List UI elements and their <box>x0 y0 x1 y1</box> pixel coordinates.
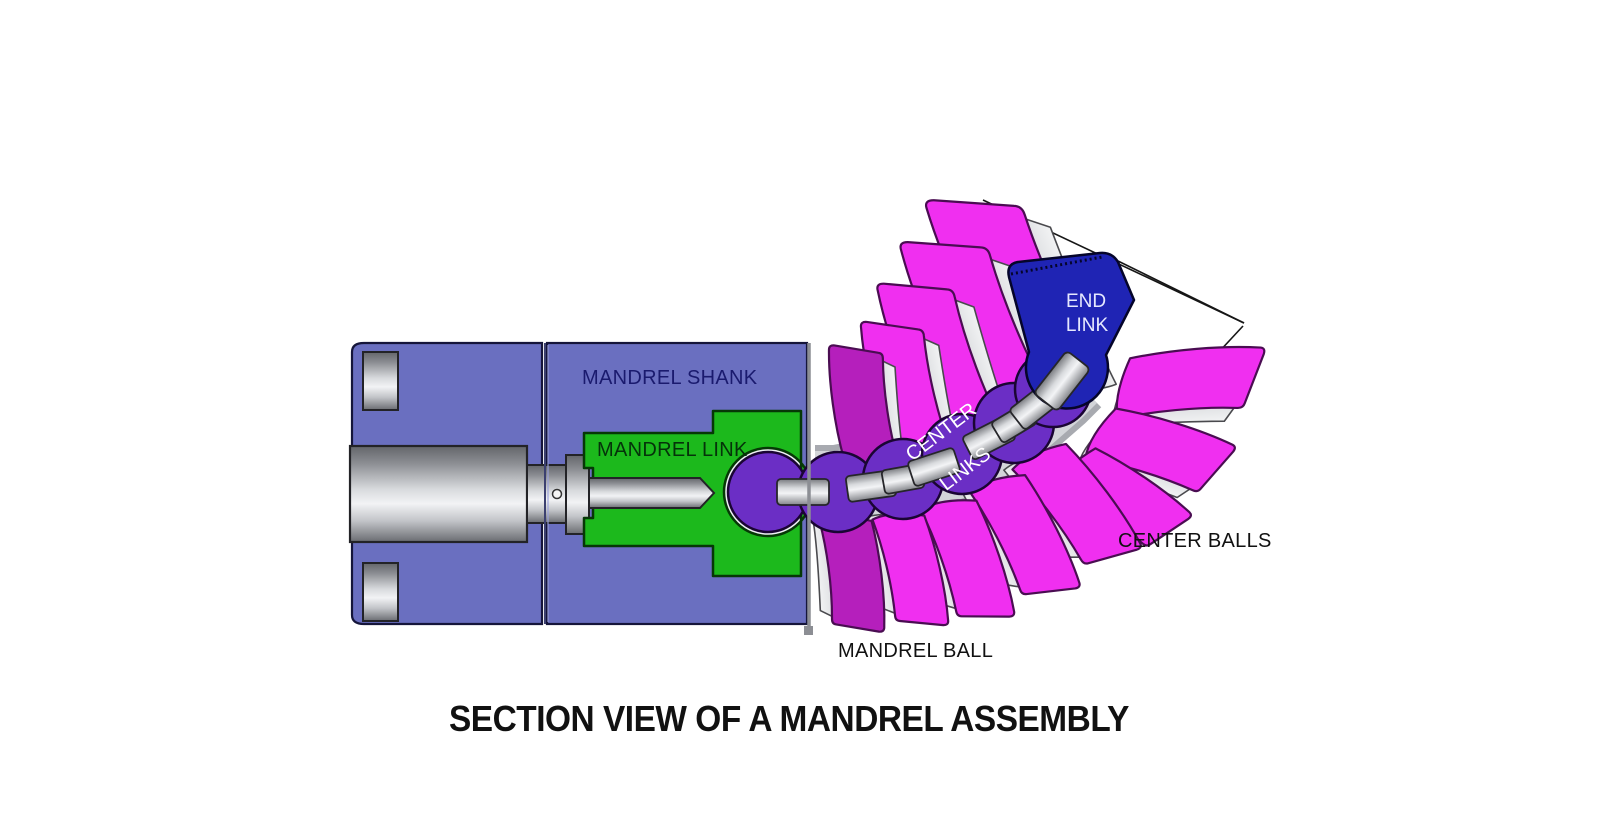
label-mandrel-link: MANDREL LINK <box>597 439 748 461</box>
shaft-pin-hole <box>551 488 563 500</box>
section-boundary <box>544 343 813 635</box>
shank-shaft-cylinder <box>348 444 529 544</box>
label-center-balls: CENTER BALLS <box>1118 530 1272 552</box>
figure-title: SECTION VIEW OF A MANDREL ASSEMBLY <box>449 698 1129 739</box>
link-pin <box>776 478 830 506</box>
link-shaft-cone <box>588 477 716 509</box>
section-plane-handle <box>804 626 813 635</box>
label-end-link-line2: LINK <box>1066 315 1109 336</box>
label-end-link-line1: END <box>1066 291 1106 312</box>
wireframe-line <box>1117 260 1245 324</box>
end-link-serration <box>1010 255 1103 276</box>
shank-slot-top <box>362 351 399 411</box>
center-links-chain <box>726 349 1093 534</box>
shank-slot-bottom <box>362 562 399 622</box>
label-mandrel-shank: MANDREL SHANK <box>582 367 758 389</box>
end-link-pin <box>1034 351 1090 411</box>
link-pin <box>907 447 961 487</box>
label-mandrel-ball: MANDREL BALL <box>838 640 993 662</box>
end-link <box>1007 251 1136 411</box>
